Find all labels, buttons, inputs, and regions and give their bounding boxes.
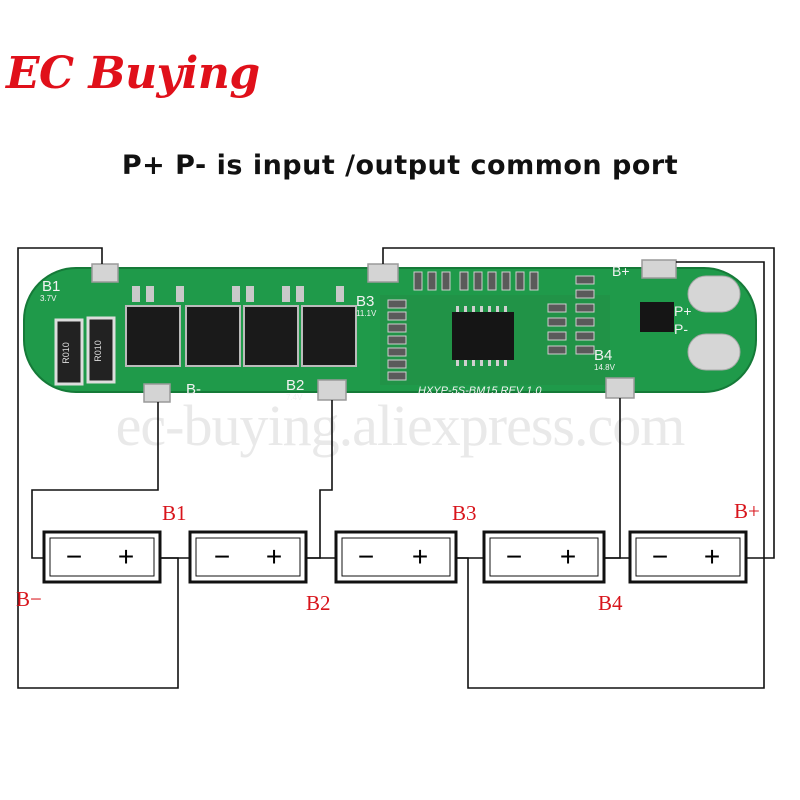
p-minus-pad: [687, 333, 741, 371]
wire-b-minus: [31, 402, 159, 559]
battery-cell: − +: [628, 530, 748, 584]
silk-p-plus-label: P+: [674, 303, 692, 319]
mosfet: [185, 305, 241, 367]
brand-logo: EC Buying: [6, 48, 260, 99]
shunt-resistors: R010 R010: [54, 316, 116, 386]
cell-plus-sign: +: [560, 541, 576, 572]
smd-resistor-column: [387, 275, 595, 381]
silk-b2-voltage: 7.4V: [286, 393, 303, 402]
pad-b-minus: [143, 383, 171, 403]
wire-b2: [306, 400, 333, 559]
cell-plus-sign: +: [118, 541, 134, 572]
battery-cells: − + − + − + − +: [42, 530, 748, 584]
silk-b3-voltage: 11.1V: [356, 309, 377, 318]
battery-cell: − +: [334, 530, 458, 584]
resistor-marking: R010: [61, 342, 71, 364]
battery-cell: − +: [42, 530, 162, 584]
wires: [17, 247, 775, 689]
terminal-labels: B1 B2 B3 B4 B− B+: [16, 499, 760, 615]
silk-b1-label: B1: [42, 278, 60, 295]
watermark: ec-buying.aliexpress.com: [115, 393, 686, 458]
cell-plus-sign: +: [704, 541, 720, 572]
pcb-board: R010 R010: [23, 259, 757, 403]
silk-b4-label: B4: [594, 347, 612, 364]
cell-plus-sign: +: [266, 541, 282, 572]
cell-minus-sign: −: [358, 541, 374, 572]
cell-minus-sign: −: [214, 541, 230, 572]
silk-b-plus-label: B+: [612, 263, 630, 279]
silk-b3-label: B3: [356, 293, 374, 310]
silk-p-minus-label: P-: [674, 321, 688, 337]
control-ic: [452, 306, 514, 366]
cell-minus-sign: −: [506, 541, 522, 572]
small-transistor: [640, 302, 674, 332]
terminal-label-b3: B3: [452, 501, 477, 525]
board-model-label: HXYP-5S-BM15 REV 1.0: [418, 385, 542, 397]
pad-b4: [605, 377, 635, 399]
cell-plus-sign: +: [412, 541, 428, 572]
wire-b4: [604, 398, 621, 559]
headline: P+ P- is input /output common port: [121, 150, 679, 181]
silk-b1-voltage: 3.7V: [40, 294, 57, 303]
terminal-label-b-plus: B+: [734, 499, 760, 523]
battery-cell: − +: [482, 530, 606, 584]
pad-b2: [317, 379, 347, 401]
terminal-label-b2: B2: [306, 591, 331, 615]
silk-b4-voltage: 14.8V: [594, 363, 616, 372]
pad-b3: [367, 263, 399, 283]
mosfet-tabs: [132, 286, 344, 302]
pad-b1: [91, 263, 119, 283]
mosfet: [243, 305, 299, 367]
mosfet: [125, 305, 181, 367]
smd-top-row: [413, 271, 539, 291]
terminal-label-b-minus: B−: [16, 587, 42, 611]
cell-minus-sign: −: [66, 541, 82, 572]
p-plus-pad: [687, 275, 741, 313]
solder-pads: [91, 259, 677, 403]
mosfets: [125, 305, 357, 367]
silk-b2-label: B2: [286, 377, 304, 394]
terminal-label-b1: B1: [162, 501, 187, 525]
silk-b-minus-label: B-: [186, 381, 201, 398]
pad-b-plus: [641, 259, 677, 279]
mosfet: [301, 305, 357, 367]
battery-cell: − +: [188, 530, 308, 584]
terminal-label-b4: B4: [598, 591, 623, 615]
cell-minus-sign: −: [652, 541, 668, 572]
silkscreen-labels: B1 3.7V B- B2 7.4V B3 11.1V B4 14.8V B+ …: [40, 263, 692, 402]
resistor-marking: R010: [93, 340, 103, 362]
